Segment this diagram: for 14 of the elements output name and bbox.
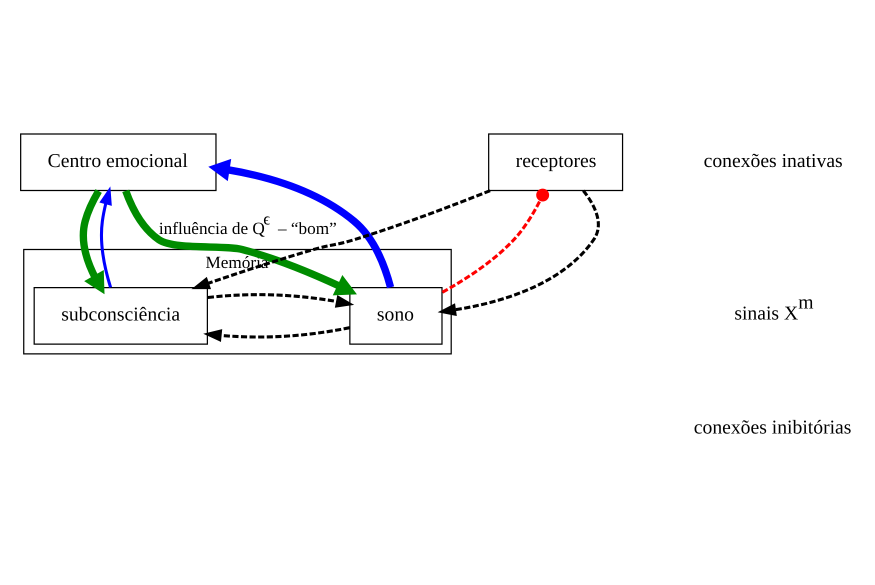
arrow — [207, 293, 354, 308]
arrow — [437, 190, 600, 316]
arrow — [208, 158, 394, 288]
arrow — [202, 326, 350, 342]
connector — [441, 188, 549, 294]
node-box: Centro emocional — [20, 133, 216, 192]
node-box: receptores — [488, 133, 623, 192]
legend-label: conexões inibitórias — [693, 416, 851, 439]
arrow — [190, 189, 490, 290]
legend-label: conexões inativas — [703, 150, 842, 172]
arrow — [79, 189, 104, 294]
node-box: subconsciência — [33, 286, 208, 345]
node-box: sono — [348, 286, 442, 345]
arrow — [98, 186, 112, 288]
